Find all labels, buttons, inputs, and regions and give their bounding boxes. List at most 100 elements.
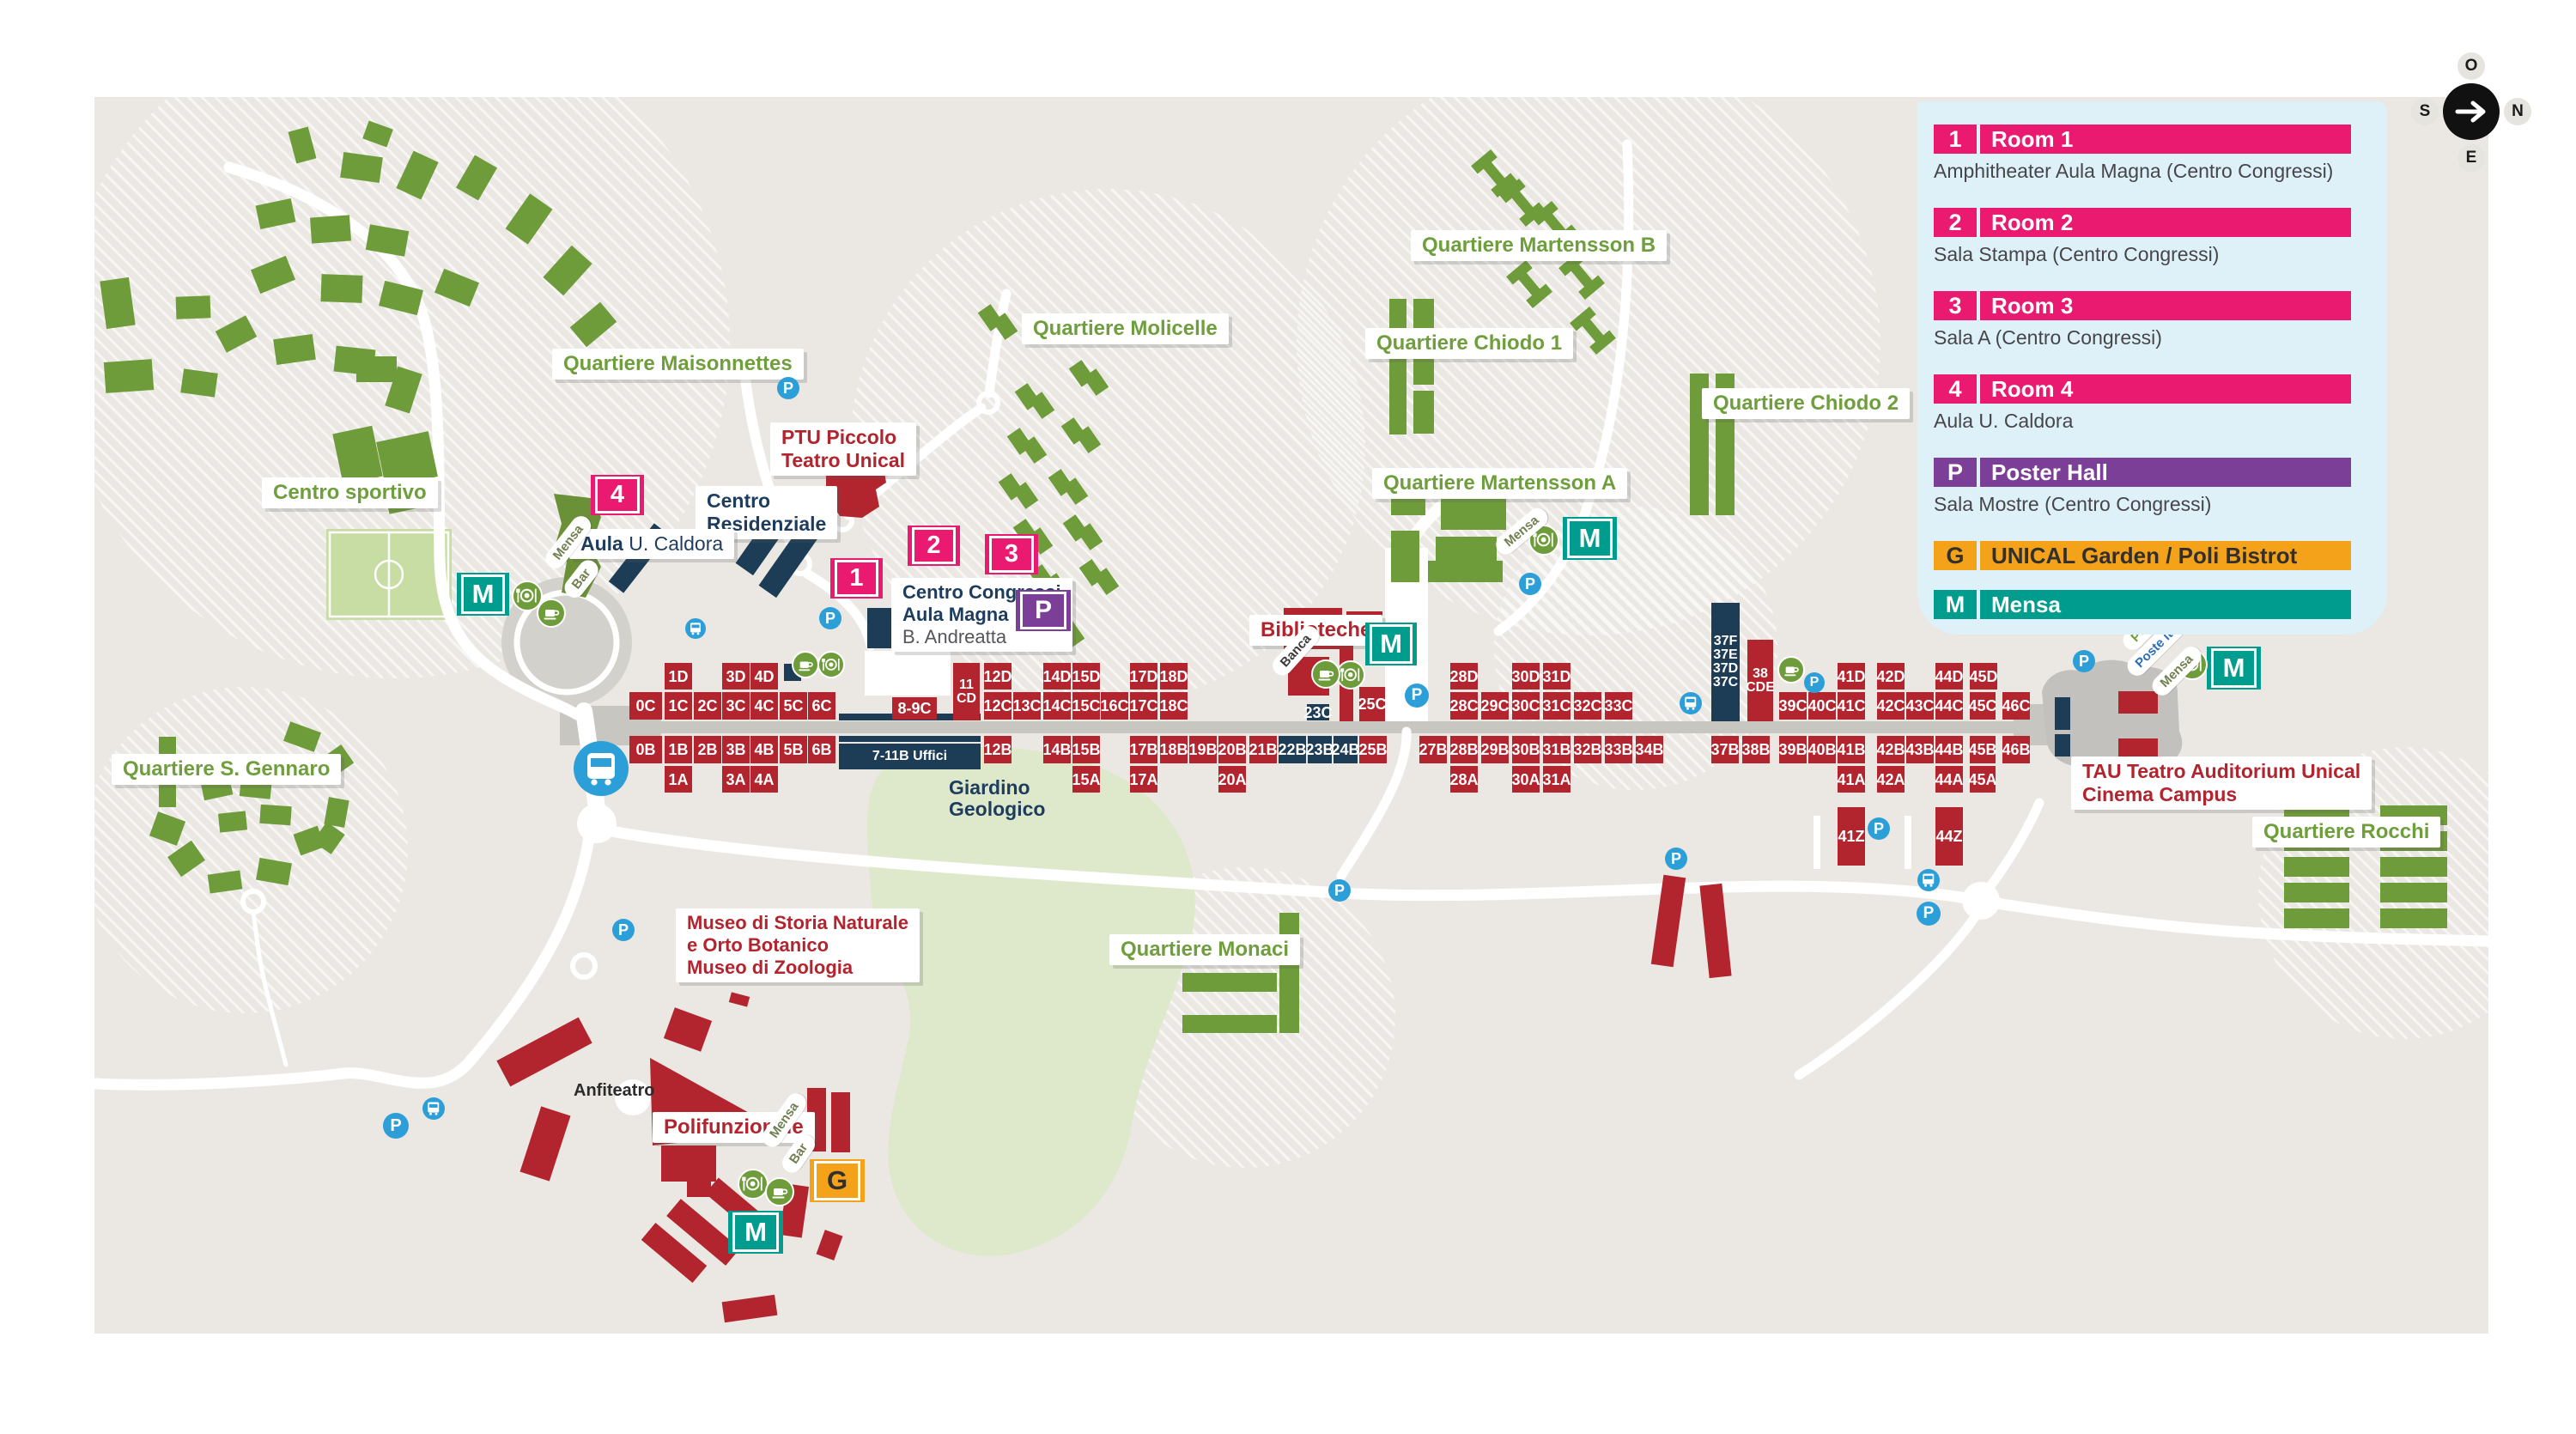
building-block: 18C bbox=[1159, 692, 1188, 720]
building-block: 30C bbox=[1511, 692, 1540, 720]
building-block: 30D bbox=[1511, 663, 1540, 690]
building-block: 33B bbox=[1604, 736, 1633, 763]
building-block: 37B bbox=[1710, 736, 1740, 763]
green-building bbox=[1391, 531, 1419, 582]
roundabout bbox=[577, 804, 617, 843]
quartiere-rocchi: Quartiere Rocchi bbox=[2252, 817, 2441, 848]
green-building-z bbox=[1048, 469, 1089, 505]
building-block: 5C bbox=[780, 692, 807, 720]
map-badge-m: M bbox=[1365, 623, 1417, 665]
building-block: 38 CDE bbox=[1746, 640, 1775, 721]
roundabout bbox=[1962, 882, 2000, 920]
aula-u-caldora: Aula U. Caldora bbox=[569, 529, 735, 560]
bus-icon bbox=[685, 618, 706, 639]
map-badge-m: M bbox=[1563, 517, 1617, 560]
building-block: 1D bbox=[665, 663, 692, 690]
building-block: 28D bbox=[1449, 663, 1479, 690]
building-block: 41C bbox=[1837, 692, 1866, 720]
building-block: 0C bbox=[629, 692, 662, 720]
legend-separator bbox=[1977, 291, 1980, 320]
gray-shape bbox=[661, 721, 2048, 733]
quartiere-s-gennaro: Quartiere S. Gennaro bbox=[112, 754, 342, 786]
parking-icon: P bbox=[2073, 650, 2095, 672]
building-block: 38B bbox=[1741, 736, 1771, 763]
legend-separator bbox=[1977, 541, 1980, 570]
green-building bbox=[103, 359, 155, 393]
road bbox=[984, 289, 1012, 398]
map-badge-p: P bbox=[1016, 590, 1071, 631]
green-building bbox=[2380, 908, 2447, 928]
road bbox=[94, 831, 595, 1091]
compass-core bbox=[2443, 83, 2500, 140]
building-block: 20B bbox=[1218, 736, 1247, 763]
building-block: 4B bbox=[750, 736, 778, 763]
green-building bbox=[356, 356, 397, 382]
building-block: 30B bbox=[1511, 736, 1540, 763]
legend-desc: Sala A (Centro Congressi) bbox=[1934, 326, 2162, 349]
green-building bbox=[1716, 410, 1735, 515]
bus-icon bbox=[422, 1097, 445, 1120]
building-block: 31D bbox=[1542, 663, 1571, 690]
red-building bbox=[831, 1092, 850, 1152]
green-building-z bbox=[1060, 417, 1102, 453]
green-building bbox=[1413, 391, 1434, 434]
legend-desc: Sala Stampa (Centro Congressi) bbox=[1934, 243, 2220, 265]
building-block: 3B bbox=[722, 736, 750, 763]
building-block: 44B bbox=[1935, 736, 1964, 763]
parking-icon: P bbox=[777, 377, 799, 399]
parking-icon: P bbox=[383, 1113, 409, 1139]
building-block: 22B bbox=[1278, 736, 1307, 763]
pitch-center-circle bbox=[374, 559, 404, 590]
green-building-z bbox=[1078, 559, 1120, 595]
building-block: 17C bbox=[1129, 692, 1158, 720]
legend-separator bbox=[1977, 208, 1980, 237]
road-ring bbox=[570, 952, 598, 980]
building-block: 1B bbox=[665, 736, 692, 763]
legend-title: Room 3 bbox=[1991, 292, 2074, 319]
building-block: 46C bbox=[2002, 692, 2031, 720]
parking-icon: P bbox=[612, 919, 635, 941]
road-ring bbox=[976, 391, 1000, 415]
green-building bbox=[320, 274, 363, 303]
building-block: 6C bbox=[808, 692, 835, 720]
building-block: 14B bbox=[1042, 736, 1072, 763]
parking-icon: P bbox=[1917, 902, 1941, 926]
building-block: 28A bbox=[1449, 766, 1479, 793]
green-building-z bbox=[1006, 428, 1048, 464]
road bbox=[1336, 726, 1412, 881]
green-building-dumbbell bbox=[1506, 259, 1552, 309]
building-block: 28B bbox=[1449, 736, 1479, 763]
building-block: 14D bbox=[1042, 663, 1072, 690]
parking-icon: P bbox=[1804, 672, 1825, 693]
legend-separator bbox=[1977, 458, 1980, 487]
white-building bbox=[865, 651, 951, 696]
legend-title: Mensa bbox=[1991, 591, 2061, 617]
building-block: 34B bbox=[1635, 736, 1664, 763]
green-building-z bbox=[1068, 360, 1109, 396]
building-block: 3C bbox=[722, 692, 750, 720]
centro-sportivo: Centro sportivo bbox=[262, 477, 438, 509]
legend-row-g: G UNICAL Garden / Poli Bistrot bbox=[1934, 541, 2387, 570]
map-badge-m: M bbox=[2207, 647, 2261, 690]
legend-badge: G bbox=[1934, 541, 1977, 570]
amphitheater-circle bbox=[615, 1079, 651, 1115]
building-block: 42A bbox=[1876, 766, 1905, 793]
compass-s: S bbox=[2411, 98, 2439, 125]
building-block: 13C bbox=[1012, 692, 1042, 720]
building-block: 33C bbox=[1604, 692, 1633, 720]
legend-title: UNICAL Garden / Poli Bistrot bbox=[1991, 542, 2298, 568]
bus-icon bbox=[1917, 869, 1940, 891]
green-building-z bbox=[998, 473, 1039, 509]
green-building bbox=[2380, 883, 2447, 902]
road bbox=[251, 909, 289, 1067]
building-block: 42D bbox=[1876, 663, 1905, 690]
legend-badge: M bbox=[1934, 590, 1977, 619]
building-block: 40C bbox=[1807, 692, 1837, 720]
building-block: 21B bbox=[1249, 736, 1278, 763]
map-badge-4: 4 bbox=[591, 475, 644, 515]
building-block: 43C bbox=[1905, 692, 1935, 720]
building-block: 44Z bbox=[1935, 807, 1963, 866]
